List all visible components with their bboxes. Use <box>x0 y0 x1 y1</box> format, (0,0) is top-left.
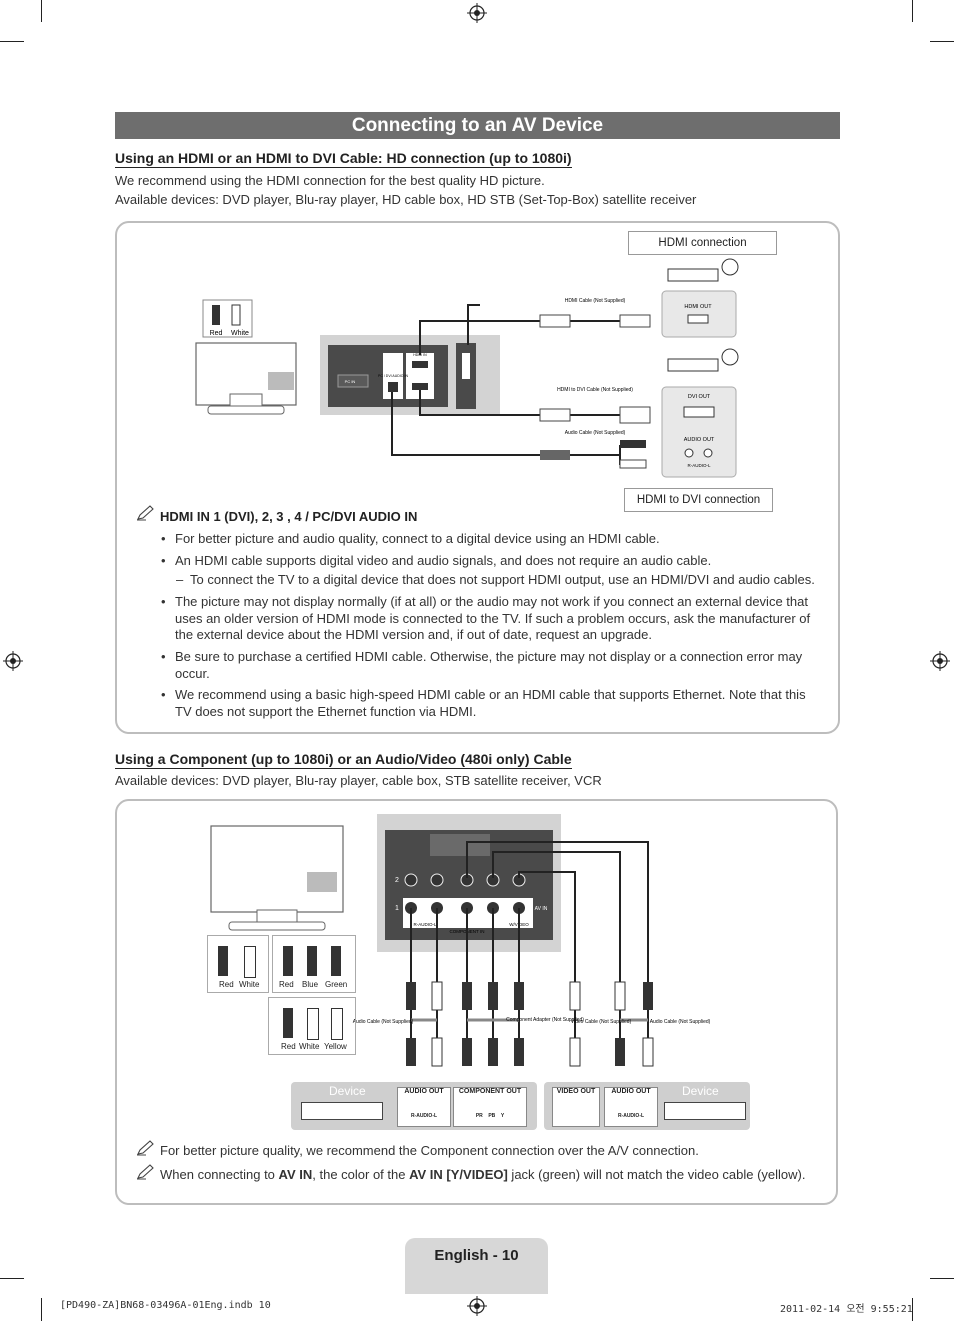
component-out-port: COMPONENT OUT PR PB Y <box>453 1087 527 1127</box>
dvi-out-label: DVI OUT <box>688 394 711 400</box>
video-cable-label: Video Cable (Not Supplied) <box>571 1019 632 1025</box>
crop-mark <box>41 0 42 22</box>
component-adapter-label: Component Adapter (Not Supplied) <box>506 1017 584 1023</box>
hdmi-sub-bullet: –To connect the TV to a digital device t… <box>176 572 815 587</box>
hdmi-dvi-cable-label: HDMI to DVI Cable (Not Supplied) <box>557 387 633 393</box>
component-note-2: When connecting to AV IN, the color of t… <box>160 1167 806 1182</box>
hdmi-bullet: •We recommend using a basic high-speed H… <box>161 687 806 719</box>
dvd-player-icon <box>301 1102 383 1120</box>
audio-out-port: AUDIO OUT R-AUDIO-L <box>604 1087 658 1127</box>
device-left-label: Device <box>329 1084 366 1098</box>
device-bar-left: Device AUDIO OUT R-AUDIO-L COMPONENT OUT… <box>291 1082 537 1130</box>
page-title: Connecting to an AV Device <box>115 112 840 139</box>
pencil-note-icon <box>137 1164 154 1180</box>
device-right-label: Device <box>682 1084 719 1098</box>
tv-icon <box>210 825 344 931</box>
audio-out-port: AUDIO OUT R-AUDIO-L <box>397 1087 451 1127</box>
hdmi-bullet: •For better picture and audio quality, c… <box>161 531 660 546</box>
red-label: Red <box>210 330 223 337</box>
component-intro-line: Available devices: DVD player, Blu-ray p… <box>115 773 602 788</box>
registration-mark-icon <box>467 1296 487 1316</box>
dvd-player-icon <box>667 258 739 372</box>
hdmi-bullet: •Be sure to purchase a certified HDMI ca… <box>161 649 803 681</box>
dvd-player-icon <box>664 1102 746 1120</box>
plug-box-red-white: Red White <box>207 935 269 993</box>
crop-mark <box>930 1278 954 1279</box>
footer-date: 2011-02-14 오전 9:55:21 <box>780 1304 913 1315</box>
pc-dvi-audio-in-label: PC / DVI AUDIO IN <box>378 374 408 378</box>
plug-box-red-blue-green: Red Blue Green <box>272 935 356 993</box>
panel-audio-label: R-AUDIO-L <box>413 922 436 927</box>
video-out-port: VIDEO OUT <box>552 1087 600 1127</box>
pc-in-label: PC IN <box>345 379 356 384</box>
pencil-note-icon <box>137 1140 154 1156</box>
hdmi-diagram: PC IN PC / DVI AUDIO IN HDMI IN Red Whit… <box>195 258 739 478</box>
registration-mark-icon <box>467 3 487 23</box>
r-audio-l-label: R-AUDIO-L <box>687 463 710 468</box>
registration-mark-icon <box>3 651 23 671</box>
audio-cable-left-label: Audio Cable (Not Supplied) <box>353 1019 414 1025</box>
device-bar-right: VIDEO OUT AUDIO OUT R-AUDIO-L Device <box>544 1082 750 1130</box>
crop-mark <box>41 1298 42 1321</box>
footer-file-name: [PD490-ZA]BN68-03496A-01Eng.indb 10 <box>60 1300 271 1311</box>
crop-mark <box>912 0 913 22</box>
hdmi-cable-label: HDMI Cable (Not Supplied) <box>565 298 626 304</box>
hdmi-connection-label: HDMI connection <box>628 231 777 255</box>
crop-mark <box>0 41 24 42</box>
audio-cable-label: Audio Cable (Not Supplied) <box>565 430 626 436</box>
hdmi-out-label: HDMI OUT <box>684 304 712 310</box>
row-1-label: 1 <box>395 905 399 912</box>
hdmi-bullet: •The picture may not display normally (i… <box>161 594 811 642</box>
hdmi-dvi-connection-label: HDMI to DVI connection <box>624 488 773 512</box>
component-diagram: 2 1 R-AUDIO-L COMPONENT IN W/VIDEO AV IN… <box>210 814 711 1067</box>
av-in-label: AV IN <box>535 906 548 912</box>
white-label: White <box>231 330 249 337</box>
plug-box-red-white-yellow: Red White Yellow <box>268 997 356 1055</box>
audio-cable-right-label: Audio Cable (Not Supplied) <box>650 1019 711 1025</box>
hdmi-intro-line-2: Available devices: DVD player, Blu-ray p… <box>115 192 697 207</box>
hdmi-note-heading: HDMI IN 1 (DVI), 2, 3 , 4 / PC/DVI AUDIO… <box>160 509 418 524</box>
crop-mark <box>0 1278 24 1279</box>
audio-out-label: AUDIO OUT <box>684 437 715 443</box>
tv-icon <box>195 342 297 415</box>
component-note-1: For better picture quality, we recommend… <box>160 1143 699 1158</box>
row-2-label: 2 <box>395 877 399 884</box>
hdmi-intro-line-1: We recommend using the HDMI connection f… <box>115 173 545 188</box>
component-section-heading: Using a Component (up to 1080i) or an Au… <box>115 751 572 769</box>
pencil-note-icon <box>137 505 154 521</box>
registration-mark-icon <box>930 651 950 671</box>
hdmi-section-heading: Using an HDMI or an HDMI to DVI Cable: H… <box>115 150 572 168</box>
page-number-tab: English - 10 <box>405 1238 548 1294</box>
crop-mark <box>912 1298 913 1321</box>
hdmi-bullet: •An HDMI cable supports digital video an… <box>161 553 712 568</box>
crop-mark <box>930 41 954 42</box>
